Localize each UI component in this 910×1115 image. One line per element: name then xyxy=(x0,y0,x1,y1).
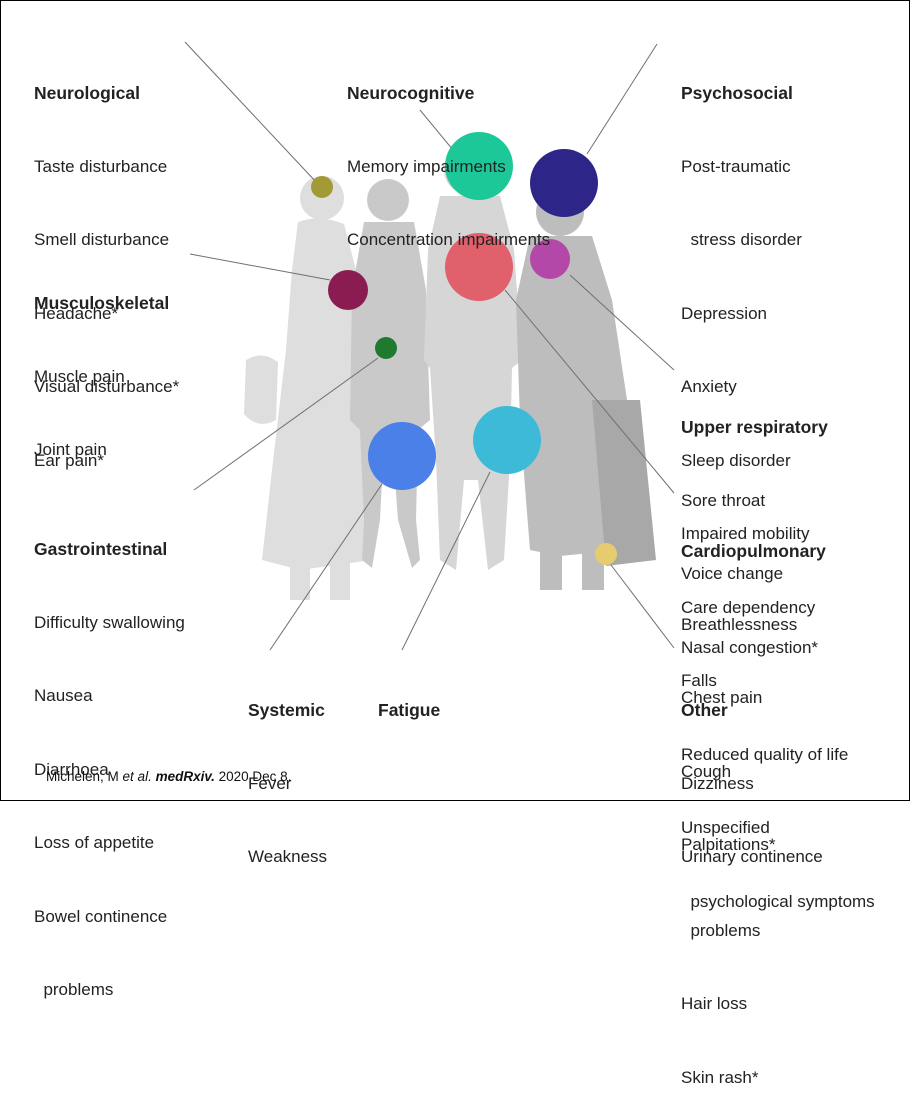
group-other: Other Dizziness Urinary continence probl… xyxy=(681,649,823,1115)
bubble-other xyxy=(595,543,617,565)
symptom-item: Fever xyxy=(248,773,292,793)
group-title: Psychosocial xyxy=(681,83,793,103)
group-neurological: Neurological Taste disturbance Smell dis… xyxy=(34,32,179,498)
symptom-item: Bowel continence xyxy=(34,906,168,926)
symptom-item: Cough xyxy=(681,761,732,781)
bubble-fatigue xyxy=(473,406,541,474)
symptom-item: Voice change xyxy=(681,564,784,583)
symptom-figure xyxy=(184,41,675,651)
citation: Michelen, M et al. medRxiv. 2020 Dec 8. xyxy=(46,769,291,784)
symptom-item: Breathlessness xyxy=(681,614,798,634)
bubble-gastrointestinal xyxy=(375,337,397,359)
symptom-item: Falls xyxy=(681,671,717,690)
symptom-item: problems xyxy=(681,920,761,940)
leader-other xyxy=(610,564,675,649)
symptom-item: problems xyxy=(34,980,114,999)
group-title: Upper respiratory xyxy=(681,417,828,437)
symptom-item: Loss of appetite xyxy=(34,833,155,852)
symptom-item: Headache* xyxy=(34,303,119,323)
symptom-item: Taste disturbance xyxy=(34,156,168,176)
citation-etal: et al. xyxy=(122,769,152,784)
symptom-item: stress disorder xyxy=(681,230,802,249)
symptom-item: Post-traumatic xyxy=(681,156,791,176)
leader-upper-respiratory xyxy=(569,274,675,371)
citation-date: 2020 Dec 8. xyxy=(218,769,292,784)
symptom-item: Concentration impairments xyxy=(347,230,551,249)
bubble-neurocognitive xyxy=(445,132,513,200)
leader-psychosocial xyxy=(586,43,658,155)
leader-gastrointestinal xyxy=(193,357,379,491)
group-cardiopulmonary: Cardiopulmonary Breathlessness Chest pai… xyxy=(681,490,826,882)
group-musculoskeletal: Musculoskeletal Muscle pain Joint pain xyxy=(34,242,169,487)
symptom-item: Sore throat xyxy=(681,490,766,510)
symptom-bubbles xyxy=(311,132,617,565)
symptom-item: Anxiety xyxy=(681,377,737,396)
bubble-cardiopulmonary xyxy=(445,233,513,301)
bubble-neurological xyxy=(311,176,333,198)
symptom-item: Joint pain xyxy=(34,440,107,459)
symptom-item: Smell disturbance xyxy=(34,230,170,249)
symptom-item: Reduced quality of life xyxy=(681,744,849,764)
leader-musculoskeletal xyxy=(189,253,331,281)
symptom-item: Visual disturbance* xyxy=(34,377,180,396)
leader-systemic xyxy=(269,483,383,651)
bubble-upper-respiratory xyxy=(530,239,570,279)
symptom-item: Care dependency xyxy=(681,597,816,617)
bubble-psychosocial xyxy=(530,149,598,217)
symptom-item: Depression xyxy=(681,303,767,323)
group-title: Other xyxy=(681,700,728,720)
symptom-item: Ear pain* xyxy=(34,450,104,470)
symptom-item: Memory impairments xyxy=(347,156,506,176)
group-neurocognitive: Neurocognitive Memory impairments Concen… xyxy=(347,32,550,277)
symptom-item: Weakness xyxy=(248,847,328,866)
group-title: Fatigue xyxy=(378,700,441,720)
symptom-item: Muscle pain xyxy=(34,366,125,386)
bubble-systemic xyxy=(368,422,436,490)
citation-authors: Michelen, M xyxy=(46,769,119,784)
group-fatigue: Fatigue xyxy=(378,649,440,747)
citation-journal: medRxiv. xyxy=(155,769,215,784)
group-title: Cardiopulmonary xyxy=(681,541,826,561)
symptom-item: Difficulty swallowing xyxy=(34,612,185,632)
symptom-item: Chest pain xyxy=(681,688,763,707)
group-title: Musculoskeletal xyxy=(34,293,170,313)
symptom-item: Diarrhoea xyxy=(34,759,109,779)
symptom-item: Nausea xyxy=(34,686,93,705)
symptom-item: Dizziness xyxy=(681,773,754,793)
group-title: Gastrointestinal xyxy=(34,539,168,559)
symptom-item: Urinary continence xyxy=(681,847,823,866)
leader-cardiopulmonary xyxy=(504,289,675,494)
symptom-item: Nasal congestion* xyxy=(681,637,819,657)
group-title: Neurological xyxy=(34,83,140,103)
group-gastrointestinal: Gastrointestinal Difficulty swallowing N… xyxy=(34,488,185,1027)
symptom-item: Hair loss xyxy=(681,994,748,1013)
symptom-item: Sleep disorder xyxy=(681,450,791,470)
leader-fatigue xyxy=(401,471,491,651)
group-title: Neurocognitive xyxy=(347,83,475,103)
leader-neurological xyxy=(184,41,318,184)
group-upper-respiratory: Upper respiratory Sore throat Voice chan… xyxy=(681,366,828,685)
symptom-item: Impaired mobility xyxy=(681,524,810,543)
bubble-musculoskeletal xyxy=(328,270,368,310)
symptom-item: Skin rash* xyxy=(681,1067,759,1087)
group-title: Systemic xyxy=(248,700,325,720)
